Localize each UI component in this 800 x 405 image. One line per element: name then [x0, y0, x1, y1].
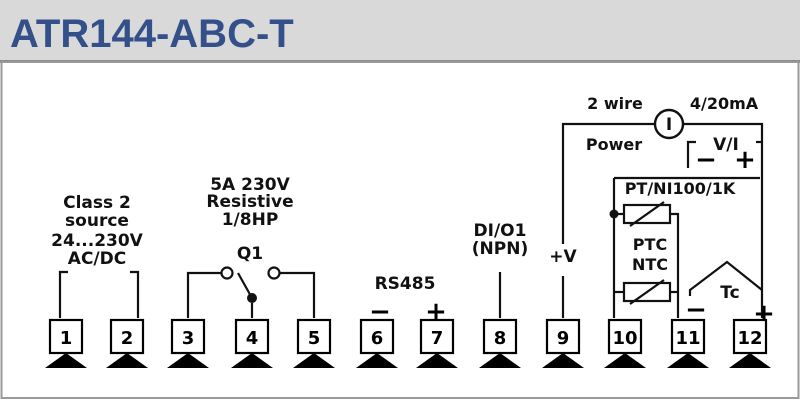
rs485-label: RS485 — [375, 274, 436, 294]
plus-v-label: +V — [549, 247, 577, 267]
current-range-label: 4/20mA — [690, 94, 759, 113]
terminal-base — [106, 353, 148, 368]
terminal-base — [604, 353, 646, 368]
terminal-12: 12 — [729, 318, 771, 368]
terminal-base — [231, 353, 273, 368]
supply-source-label: source — [65, 211, 129, 231]
terminal-base — [667, 353, 709, 368]
terminal-number: 12 — [737, 328, 762, 349]
digital-input-label: DI/O1 — [474, 221, 527, 241]
power-label: Power — [586, 135, 642, 154]
relay-contact-symbol — [186, 266, 316, 318]
thermistor-symbol — [614, 279, 678, 305]
rtd-resistor-symbol — [614, 201, 680, 318]
terminal-number: 8 — [494, 328, 507, 349]
terminal-box — [670, 318, 706, 355]
terminal-base — [293, 353, 335, 368]
vi-label: V/I — [713, 135, 739, 155]
terminal-2: 2 — [106, 318, 148, 368]
supply-acdc-label: AC/DC — [68, 249, 126, 269]
terminal-number: 9 — [557, 328, 570, 349]
rtd-label: PT/NI100/1K — [625, 179, 736, 198]
terminal-number: 7 — [431, 328, 444, 349]
terminal-box — [482, 318, 518, 355]
terminal-number: 5 — [308, 328, 321, 349]
relay-rating-label: 5A 230V — [210, 175, 290, 195]
terminal-number: 2 — [121, 328, 134, 349]
terminal-base — [729, 353, 771, 368]
diagram-border — [0, 61, 800, 399]
terminal-number: 11 — [675, 328, 700, 349]
two-wire-label: 2 wire — [587, 94, 643, 113]
terminal-3: 3 — [167, 318, 209, 368]
terminal-base — [542, 353, 584, 368]
thermocouple-symbol — [688, 260, 763, 296]
terminal-box — [607, 318, 643, 355]
terminal-10: 10 — [604, 318, 646, 368]
supply-wire-1 — [58, 270, 68, 318]
relay-name-label: Q1 — [237, 244, 263, 264]
terminal-9: 9 — [542, 318, 584, 368]
terminal-7: 7 — [416, 318, 458, 368]
terminal-4: 4 — [231, 318, 273, 368]
terminal-1: 1 — [45, 318, 87, 368]
terminal-8: 8 — [479, 318, 521, 368]
ntc-label: NTC — [632, 255, 668, 274]
terminal-base — [356, 353, 398, 368]
vi-bracket-left — [686, 140, 696, 168]
two-wire-loop — [561, 122, 654, 244]
tc-minus-sign: − — [685, 295, 707, 325]
terminal-number: 6 — [371, 328, 384, 349]
two-wire-return — [683, 122, 764, 318]
thermocouple-label: Tc — [720, 283, 739, 303]
model-title: ATR144-ABC-T — [10, 12, 294, 56]
relay-hp-label: 1/8HP — [222, 210, 279, 230]
supply-voltage-label: 24...230V — [51, 231, 144, 251]
terminal-number: 4 — [246, 328, 259, 349]
terminal-base — [45, 353, 87, 368]
terminal-number: 10 — [612, 328, 637, 349]
digital-npn-label: (NPN) — [472, 239, 528, 259]
supply-class-label: Class 2 — [63, 193, 131, 213]
terminal-5: 5 — [293, 318, 335, 368]
terminal-number: 1 — [60, 328, 73, 349]
terminal-base — [167, 353, 209, 368]
terminal-6: 6 — [356, 318, 398, 368]
terminal-box — [48, 318, 84, 355]
terminal-number: 3 — [182, 328, 195, 349]
ptc-label: PTC — [633, 235, 667, 254]
terminal-base — [416, 353, 458, 368]
vi-minus-sign: − — [695, 145, 717, 175]
header-band — [0, 0, 800, 62]
relay-resistive-label: Resistive — [206, 192, 293, 212]
terminal-11: 11 — [667, 318, 709, 368]
terminal-base — [479, 353, 521, 368]
current-meter-symbol: I — [666, 115, 672, 135]
supply-wire-2 — [130, 270, 140, 318]
vi-plus-sign: + — [734, 145, 756, 175]
